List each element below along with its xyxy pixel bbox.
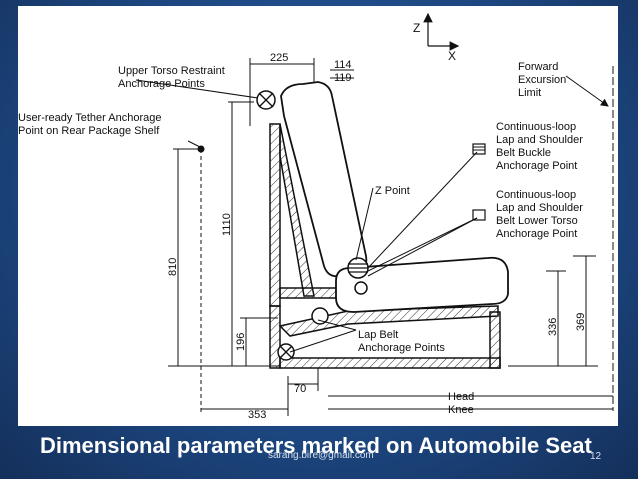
upper-torso-label-1: Upper Torso Restraint [118, 65, 225, 77]
dim-119: 119 [334, 72, 352, 84]
lower-torso-label-2: Lap and Shoulder [496, 202, 583, 214]
lap-belt-anchor-marker [277, 343, 295, 361]
forward-label-3: Limit [518, 87, 541, 99]
slide-caption: Dimensional parameters marked on Automob… [40, 433, 592, 458]
dimension-lines [135, 58, 613, 416]
dim-810: 810 [167, 258, 179, 276]
lower-torso-label-4: Anchorage Point [496, 228, 577, 240]
tether-label-2: Point on Rear Package Shelf [18, 125, 160, 137]
knee-label: Knee [448, 404, 474, 416]
dim-1110: 1110 [221, 213, 233, 236]
dim-70: 70 [294, 383, 306, 395]
diagram-panel: Z X [18, 6, 618, 426]
lower-torso-label-1: Continuous-loop [496, 189, 576, 201]
hip-pivot [311, 307, 329, 325]
head-label: Head [448, 391, 474, 403]
dim-369: 369 [575, 313, 587, 331]
axis-x-label: X [448, 49, 456, 63]
callout-labels: Upper Torso Restraint Anchorage Points U… [18, 61, 583, 416]
upper-torso-anchor-marker [256, 90, 276, 110]
buckle-label-1: Continuous-loop [496, 121, 576, 133]
dimension-values: 225 114 119 1110 810 196 70 353 336 369 [167, 52, 587, 421]
buckle-label-2: Lap and Shoulder [496, 134, 583, 146]
upper-torso-label-2: Anchorage Points [118, 78, 205, 90]
lap-belt-label-1: Lap Belt [358, 329, 398, 341]
forward-label-2: Excursion [518, 74, 566, 86]
dim-353: 353 [248, 409, 266, 421]
buckle-label-4: Anchorage Point [496, 160, 577, 172]
buckle-legend-symbol [472, 143, 486, 155]
leader-lines [289, 66, 614, 411]
z-point-marker [347, 257, 369, 279]
dim-336: 336 [547, 318, 559, 336]
forward-label-1: Forward [518, 61, 558, 73]
buckle-label-3: Belt Buckle [496, 147, 551, 159]
slide-number: 12 [590, 451, 602, 462]
lower-torso-legend-symbol [472, 209, 486, 221]
dim-225: 225 [270, 52, 288, 64]
tether-label-1: User-ready Tether Anchorage [18, 112, 162, 124]
lower-pivot [354, 281, 368, 295]
seat-back-cushion [280, 81, 368, 278]
z-point-label: Z Point [375, 185, 410, 197]
lower-torso-label-3: Belt Lower Torso [496, 215, 578, 227]
axis-indicator: Z X [413, 12, 460, 63]
dim-114: 114 [334, 59, 352, 71]
dim-196: 196 [235, 333, 247, 351]
lap-belt-label-2: Anchorage Points [358, 342, 445, 354]
seat-cushion [335, 256, 509, 313]
seat-diagram: Z X [18, 12, 614, 421]
author-email: sarang.bire@gmail.com [268, 450, 374, 461]
axis-z-label: Z [413, 21, 420, 35]
